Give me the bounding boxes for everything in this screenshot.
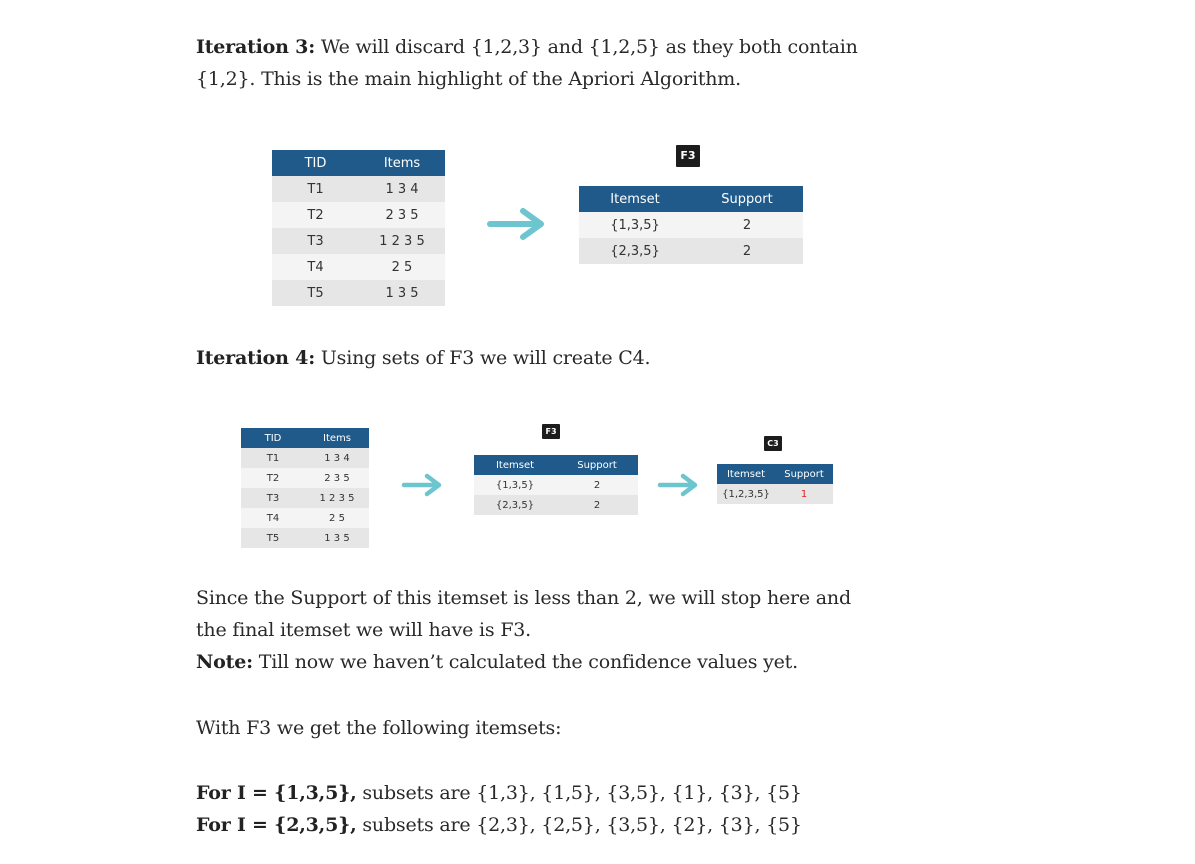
cell-support: 2	[691, 212, 803, 238]
fig2-f3-table: Itemset Support {1,3,5}2 {2,3,5}2	[474, 455, 638, 515]
cell-items: 1 3 4	[305, 448, 369, 468]
cell-support: 2	[556, 495, 638, 515]
cell-items: 1 2 3 5	[305, 488, 369, 508]
cell-tid: T4	[241, 508, 305, 528]
header-itemset: Itemset	[579, 186, 691, 212]
cell-items: 1 3 4	[359, 176, 445, 202]
iteration-3-label: Iteration 3:	[196, 36, 316, 58]
cell-items: 2 5	[305, 508, 369, 528]
iteration-4-text: Using sets of F3 we will create C4.	[315, 347, 651, 369]
note-label: Note:	[196, 651, 253, 673]
c3-tag: C3	[764, 436, 782, 451]
table-row: {2,3,5}2	[474, 495, 638, 515]
cell-items: 2 3 5	[359, 202, 445, 228]
paragraph-subsets: For I = {1,3,5}, subsets are {1,3}, {1,5…	[196, 777, 896, 841]
table-header-row: TID Items	[272, 150, 445, 176]
arrow-right-icon	[657, 473, 698, 497]
f3-tag: F3	[676, 145, 700, 167]
cell-tid: T1	[272, 176, 359, 202]
table-row: {1,3,5}2	[474, 475, 638, 495]
header-support: Support	[556, 455, 638, 475]
cell-items: 1 3 5	[305, 528, 369, 548]
cell-tid: T1	[241, 448, 305, 468]
table-header-row: Itemset Support	[474, 455, 638, 475]
cell-support: 1	[775, 484, 833, 504]
paragraph-f3-itemsets: With F3 we get the following itemsets:	[196, 712, 896, 744]
cell-tid: T2	[241, 468, 305, 488]
table-header-row: Itemset Support	[717, 464, 833, 484]
header-itemset: Itemset	[474, 455, 556, 475]
fig2-c3-table: Itemset Support {1,2,3,5}1	[717, 464, 833, 504]
note-text: Till now we haven’t calculated the confi…	[252, 651, 798, 673]
table-row: {2,3,5}2	[579, 238, 803, 264]
fig1-f3-table: Itemset Support {1,3,5}2 {2,3,5}2	[579, 186, 803, 264]
header-support: Support	[775, 464, 833, 484]
cell-itemset: {2,3,5}	[579, 238, 691, 264]
subset-2-label: For I = {2,3,5},	[196, 814, 357, 836]
subset-1-text: subsets are {1,3}, {1,5}, {3,5}, {1}, {3…	[356, 782, 802, 804]
f3-tag: F3	[542, 424, 560, 439]
conclusion-text: Since the Support of this itemset is les…	[196, 587, 851, 641]
arrow-right-icon	[401, 473, 442, 497]
iteration-3-text: We will discard {1,2,3} and {1,2,5} as t…	[196, 36, 858, 90]
arrow-right-icon	[487, 208, 544, 240]
cell-tid: T3	[241, 488, 305, 508]
cell-tid: T4	[272, 254, 359, 280]
cell-items: 2 3 5	[305, 468, 369, 488]
cell-items: 1 3 5	[359, 280, 445, 306]
iteration-4-label: Iteration 4:	[196, 347, 316, 369]
paragraph-iteration-3: Iteration 3: We will discard {1,2,3} and…	[196, 31, 896, 95]
cell-tid: T5	[241, 528, 305, 548]
cell-itemset: {1,3,5}	[474, 475, 556, 495]
header-tid: TID	[272, 150, 359, 176]
header-itemset: Itemset	[717, 464, 775, 484]
cell-tid: T5	[272, 280, 359, 306]
cell-itemset: {2,3,5}	[474, 495, 556, 515]
cell-items: 1 2 3 5	[359, 228, 445, 254]
paragraph-support-conclusion: Since the Support of this itemset is les…	[196, 582, 856, 678]
header-support: Support	[691, 186, 803, 212]
cell-tid: T3	[272, 228, 359, 254]
cell-itemset: {1,3,5}	[579, 212, 691, 238]
table-header-row: TID Items	[241, 428, 369, 448]
cell-support: 2	[691, 238, 803, 264]
cell-support: 2	[556, 475, 638, 495]
cell-tid: T2	[272, 202, 359, 228]
cell-items: 2 5	[359, 254, 445, 280]
f3-itemsets-text: With F3 we get the following itemsets:	[196, 717, 562, 739]
header-items: Items	[305, 428, 369, 448]
table-row: {1,3,5}2	[579, 212, 803, 238]
paragraph-iteration-4: Iteration 4: Using sets of F3 we will cr…	[196, 342, 896, 374]
header-tid: TID	[241, 428, 305, 448]
header-items: Items	[359, 150, 445, 176]
subset-2-text: subsets are {2,3}, {2,5}, {3,5}, {2}, {3…	[356, 814, 802, 836]
subset-1-label: For I = {1,3,5},	[196, 782, 357, 804]
table-row: {1,2,3,5}1	[717, 484, 833, 504]
cell-itemset: {1,2,3,5}	[717, 484, 775, 504]
table-header-row: Itemset Support	[579, 186, 803, 212]
